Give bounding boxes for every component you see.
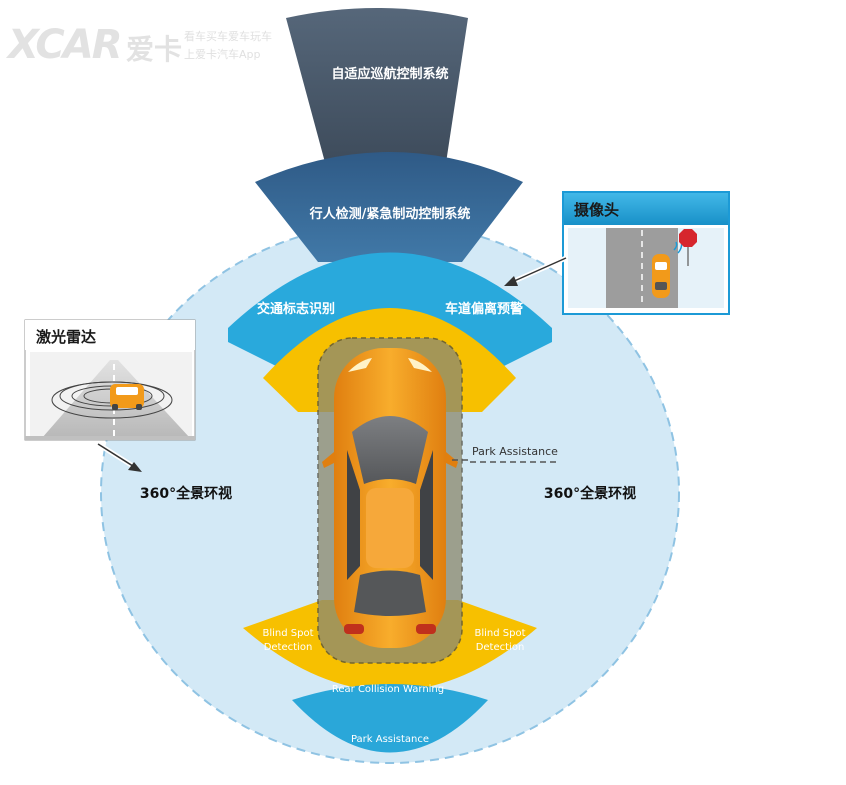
watermark-tagline-2: 上爱卡汽车App	[184, 48, 261, 61]
watermark-logo: XCAR 爱卡 看车买车爱车玩车 上爱卡汽车App	[8, 22, 298, 77]
label-blind-spot-right-line1: Blind Spot	[474, 628, 525, 639]
watermark-brand: 爱卡	[126, 33, 183, 66]
label-park-assistance-side: Park Assistance	[472, 445, 558, 458]
stop-sign-icon	[679, 229, 697, 266]
watermark-mark: XCAR	[8, 22, 123, 68]
car	[322, 348, 458, 648]
label-blind-spot-right-line2: Detection	[476, 642, 525, 653]
rear-park-assist-zone	[292, 684, 488, 753]
camera-car-icon	[652, 254, 670, 298]
label-rear-collision-warning: Rear Collision Warning	[332, 684, 444, 695]
lidar-car-icon	[110, 384, 144, 410]
lidar-inset: 激光雷达	[24, 319, 196, 441]
camera-arrow	[504, 255, 568, 286]
label-lane-departure-warning: 车道偏离预警	[445, 301, 523, 317]
lidar-arrow	[96, 441, 142, 472]
label-blind-spot-left-line2: Detection	[264, 642, 313, 653]
pedestrian-detection-zone	[255, 152, 523, 262]
label-blind-spot-left-line1: Blind Spot	[262, 628, 313, 639]
label-park-assistance-rear: Park Assistance	[351, 734, 429, 745]
label-surround-view-right: 360°全景环视	[544, 485, 636, 502]
label-acc: 自适应巡航控制系统	[331, 66, 448, 82]
camera-title: 摄像头	[574, 201, 619, 219]
mid-range-sensor-zone	[228, 252, 552, 342]
park-assist-leader	[452, 459, 560, 463]
label-surround-view-left: 360°全景环视	[140, 485, 232, 502]
label-traffic-sign-recognition: 交通标志识别	[257, 301, 335, 317]
camera-inset: 摄像头	[562, 191, 730, 315]
label-pedestrian-detection: 行人检测/紧急制动控制系统	[309, 206, 471, 222]
watermark-tagline-1: 看车买车爱车玩车	[184, 30, 272, 43]
lidar-title: 激光雷达	[36, 328, 96, 346]
